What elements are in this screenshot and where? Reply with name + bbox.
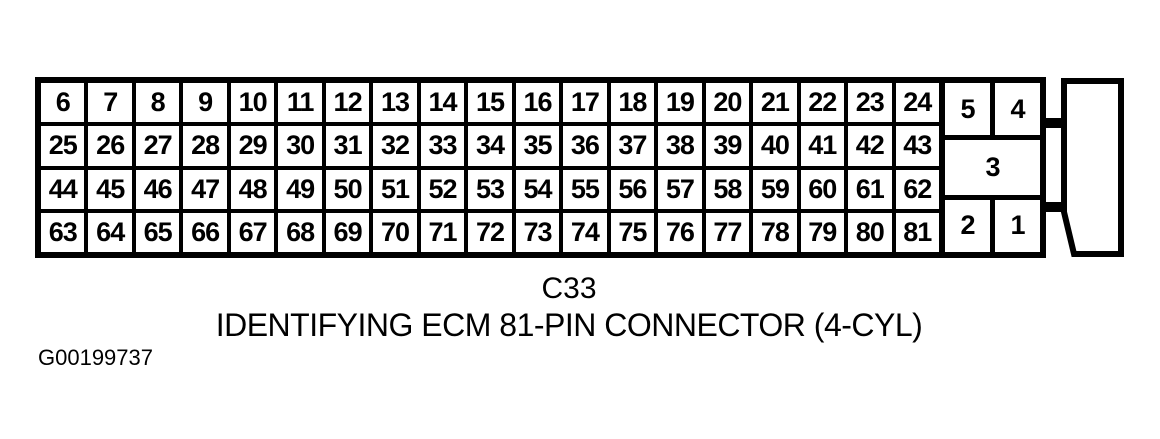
pin-54: 54 (515, 169, 560, 209)
pin-77: 77 (705, 212, 750, 252)
pin-68: 68 (278, 212, 322, 252)
pin-20: 20 (705, 83, 750, 123)
pin-61: 61 (848, 169, 892, 209)
pin-48: 48 (230, 169, 275, 209)
pin-24: 24 (895, 83, 939, 123)
pin-13: 13 (373, 83, 417, 123)
pin-11: 11 (278, 83, 322, 123)
pin-46: 46 (135, 169, 180, 209)
pin-21: 21 (753, 83, 797, 123)
pin-25: 25 (41, 126, 85, 166)
pin-1: 1 (995, 199, 1040, 252)
pin-6: 6 (41, 83, 85, 123)
pin-73: 73 (515, 212, 560, 252)
pin-63: 63 (41, 212, 85, 252)
pin-55: 55 (563, 169, 607, 209)
pin-62: 62 (895, 169, 939, 209)
pin-45: 45 (88, 169, 132, 209)
pin-38: 38 (658, 126, 702, 166)
pin-18: 18 (610, 83, 655, 123)
pin-80: 80 (848, 212, 892, 252)
pin-40: 40 (753, 126, 797, 166)
connector-code-label: C33 (541, 272, 597, 305)
pin-17: 17 (563, 83, 607, 123)
pin-7: 7 (88, 83, 132, 123)
pin-28: 28 (183, 126, 227, 166)
pin-51: 51 (373, 169, 417, 209)
pin-30: 30 (278, 126, 322, 166)
pin-76: 76 (658, 212, 702, 252)
key-tab-outline (1061, 78, 1124, 257)
pin-10: 10 (230, 83, 275, 123)
pin-14: 14 (420, 83, 465, 123)
pin-75: 75 (610, 212, 655, 252)
connector-key-tab-icon (1042, 78, 1124, 257)
pin-4: 4 (995, 83, 1040, 136)
pin-81: 81 (895, 212, 939, 252)
pin-3: 3 (945, 140, 1040, 195)
pin-31: 31 (325, 126, 370, 166)
pin-26: 26 (88, 126, 132, 166)
pin-74: 74 (563, 212, 607, 252)
pin-8: 8 (135, 83, 180, 123)
pin-43: 43 (895, 126, 939, 166)
pin-5: 5 (945, 83, 990, 136)
pin-35: 35 (515, 126, 560, 166)
pin-47: 47 (183, 169, 227, 209)
figure-ref-number: G00199737 (38, 345, 153, 370)
pin-37: 37 (610, 126, 655, 166)
key-tab-lower-bridge (1042, 202, 1068, 212)
pin-60: 60 (800, 169, 845, 209)
pin-56: 56 (610, 169, 655, 209)
pin-12: 12 (325, 83, 370, 123)
pin-39: 39 (705, 126, 750, 166)
figure-title: IDENTIFYING ECM 81-PIN CONNECTOR (4-CYL) (215, 307, 923, 343)
pin-49: 49 (278, 169, 322, 209)
pin-66: 66 (183, 212, 227, 252)
pin-32: 32 (373, 126, 417, 166)
pin-59: 59 (753, 169, 797, 209)
pin-23: 23 (848, 83, 892, 123)
pin-42: 42 (848, 126, 892, 166)
pin-65: 65 (135, 212, 180, 252)
pin-2: 2 (945, 199, 990, 252)
pin-64: 64 (88, 212, 132, 252)
pin-78: 78 (753, 212, 797, 252)
pin-44: 44 (41, 169, 85, 209)
pin-36: 36 (563, 126, 607, 166)
pin-67: 67 (230, 212, 275, 252)
pin-79: 79 (800, 212, 845, 252)
pin-41: 41 (800, 126, 845, 166)
pin-69: 69 (325, 212, 370, 252)
pin-19: 19 (658, 83, 702, 123)
pin-57: 57 (658, 169, 702, 209)
key-tab-upper-bridge (1042, 118, 1068, 128)
pin-9: 9 (183, 83, 227, 123)
pin-72: 72 (468, 212, 512, 252)
pin-34: 34 (468, 126, 512, 166)
pin-52: 52 (420, 169, 465, 209)
pin-16: 16 (515, 83, 560, 123)
pin-70: 70 (373, 212, 417, 252)
pin-15: 15 (468, 83, 512, 123)
pin-27: 27 (135, 126, 180, 166)
pin-33: 33 (420, 126, 465, 166)
pin-50: 50 (325, 169, 370, 209)
pin-53: 53 (468, 169, 512, 209)
pin-58: 58 (705, 169, 750, 209)
caption-block: C33 IDENTIFYING ECM 81-PIN CONNECTOR (4-… (0, 272, 1138, 343)
pin-29: 29 (230, 126, 275, 166)
pin-71: 71 (420, 212, 465, 252)
pin-22: 22 (800, 83, 845, 123)
